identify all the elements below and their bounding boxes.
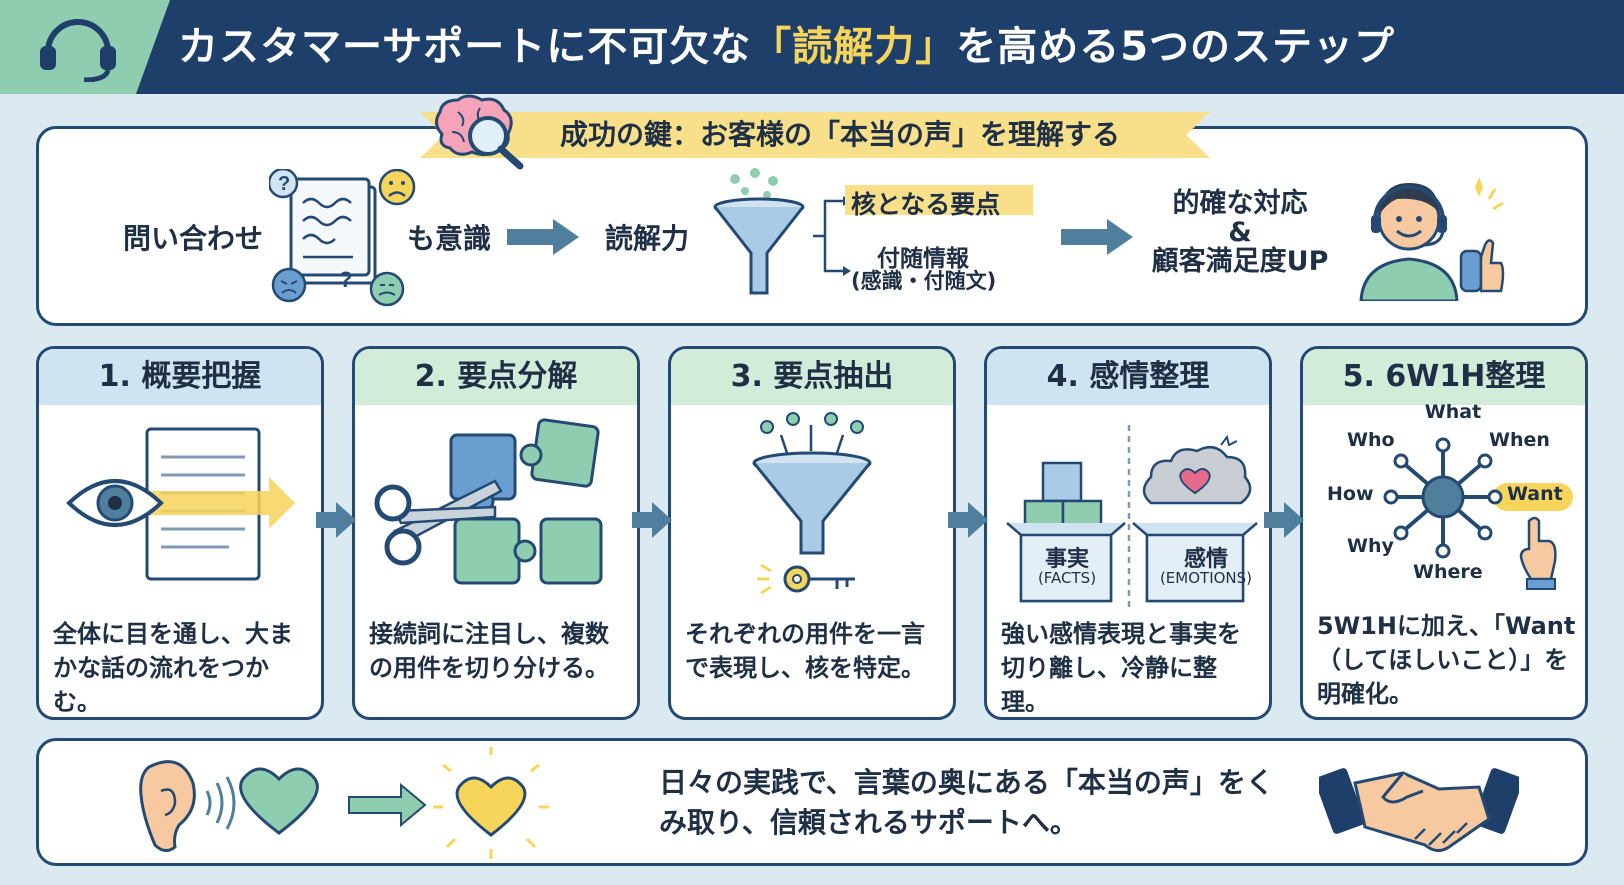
eye-document-icon — [66, 427, 295, 581]
step-desc-3: それぞれの用件を一言で表現し、核を特定。 — [685, 620, 925, 682]
facts-en-label: (FACTS) — [1037, 569, 1097, 587]
6w1h-hub-icon — [1383, 437, 1573, 590]
facts-emotions-icon — [1006, 425, 1258, 607]
handshake-icon — [1319, 768, 1519, 852]
emotions-en-label: (EMOTIONS) — [1159, 569, 1253, 587]
result-block: 的確な対応 & 顧客満足度UP — [1145, 189, 1335, 277]
reading-label: 読解力 — [605, 222, 690, 255]
headset-icon — [40, 19, 116, 82]
sub-info-note: (感識・付随文) — [851, 269, 997, 293]
sub-info-label: 付随情報 — [877, 246, 969, 272]
svg-text:?: ? — [278, 173, 290, 195]
step-title-5: 5. 6W1H整理 — [1303, 349, 1585, 405]
key-ribbon — [420, 112, 1210, 158]
arrow-right-icon — [507, 219, 579, 255]
w-want-label: Want — [1507, 483, 1563, 505]
step-arrow-icon — [632, 502, 672, 538]
key-message: 成功の鍵：お客様の「本当の声」を理解する — [559, 118, 1120, 151]
result-amp: & — [1228, 217, 1252, 248]
step-desc-5: 5W1Hに加え、「Want（してほしいこと）」を明確化。 — [1317, 612, 1576, 708]
scissors-puzzle-icon — [374, 418, 603, 585]
key-banner: 成功の鍵：お客様の「本当の声」を理解する — [420, 94, 1210, 170]
step-card-3: 3. 要点抽出 それぞれの用件を一言で表現し、核を特定。 — [668, 346, 956, 720]
title-prefix: カスタマーサポートに不可欠な — [178, 24, 752, 70]
w-how-label: How — [1327, 483, 1374, 505]
title-suffix: を高める5つのステップ — [956, 24, 1396, 70]
step-title-3: 3. 要点抽出 — [671, 349, 953, 405]
step-arrow-icon — [948, 502, 988, 538]
result-line2: 顧客満足度UP — [1151, 246, 1329, 277]
inquiry-documents-icon: ? ? — [269, 169, 416, 307]
step-title-1: 1. 概要把握 — [39, 349, 321, 405]
core-point-label: 核となる要点 — [851, 190, 1001, 219]
empathy-flow-icon — [139, 747, 549, 859]
emotion-label: も意識 — [407, 222, 492, 255]
step-card-4: 4. 感情整理 事実 (FACTS) 感情 (EMOTIONS) 強い感情表現と… — [984, 346, 1272, 720]
step-card-1: 1. 概要把握 全体に目を通し、大まかな話の流れをつかむ。 — [36, 346, 324, 720]
w-when-label: When — [1489, 429, 1550, 451]
facts-label: 事実 — [1044, 547, 1089, 572]
step-title-4: 4. 感情整理 — [987, 349, 1269, 405]
summary-panel: 日々の実践で、言葉の奥にある「本当の声」をくみ取り、信頼されるサポートへ。 — [36, 738, 1588, 866]
step-card-2: 2. 要点分解 接続詞に注目し、複数の用件を切り分ける。 — [352, 346, 640, 720]
brain-magnifier-icon — [435, 94, 524, 170]
inquiry-label: 問い合わせ — [123, 222, 264, 255]
w-who-label: Who — [1347, 429, 1395, 451]
w-why-label: Why — [1347, 535, 1394, 557]
w-what-label: What — [1424, 401, 1482, 423]
overview-panel: ? ? 問い合わせ も意識 読解力 核となる要点 付随情報 (感識・付随文) 的… — [36, 126, 1588, 326]
step-desc-2: 接続詞に注目し、複数の用件を切り分ける。 — [369, 620, 609, 682]
step-desc-4: 強い感情表現と事実を切り離し、冷静に整理。 — [1001, 620, 1241, 716]
emotions-label: 感情 — [1183, 547, 1228, 572]
header-bar: カスタマーサポートに不可欠な「読解力」を高める5つのステップ — [0, 0, 1624, 94]
svg-text:?: ? — [339, 267, 352, 292]
step-arrow-icon — [316, 502, 356, 538]
step-arrow-icon — [1264, 502, 1304, 538]
title-highlight: 「読解力」 — [751, 24, 957, 70]
arrow-right-icon — [1061, 219, 1133, 255]
step-card-5: 5. 6W1H整理 What Who When How Want Why Whe… — [1300, 346, 1588, 720]
funnel-icon — [713, 168, 805, 295]
w-where-label: Where — [1413, 561, 1483, 583]
step-title-2: 2. 要点分解 — [355, 349, 637, 405]
support-agent-icon — [1359, 177, 1505, 301]
funnel-key-icon — [752, 412, 872, 595]
summary-message: 日々の実践で、言葉の奥にある「本当の声」をくみ取り、信頼されるサポートへ。 — [659, 766, 1274, 839]
step-desc-1: 全体に目を通し、大まかな話の流れをつかむ。 — [53, 620, 293, 716]
result-line1: 的確な対応 — [1172, 188, 1308, 219]
page-title: カスタマーサポートに不可欠な「読解力」を高める5つのステップ — [178, 14, 1395, 80]
